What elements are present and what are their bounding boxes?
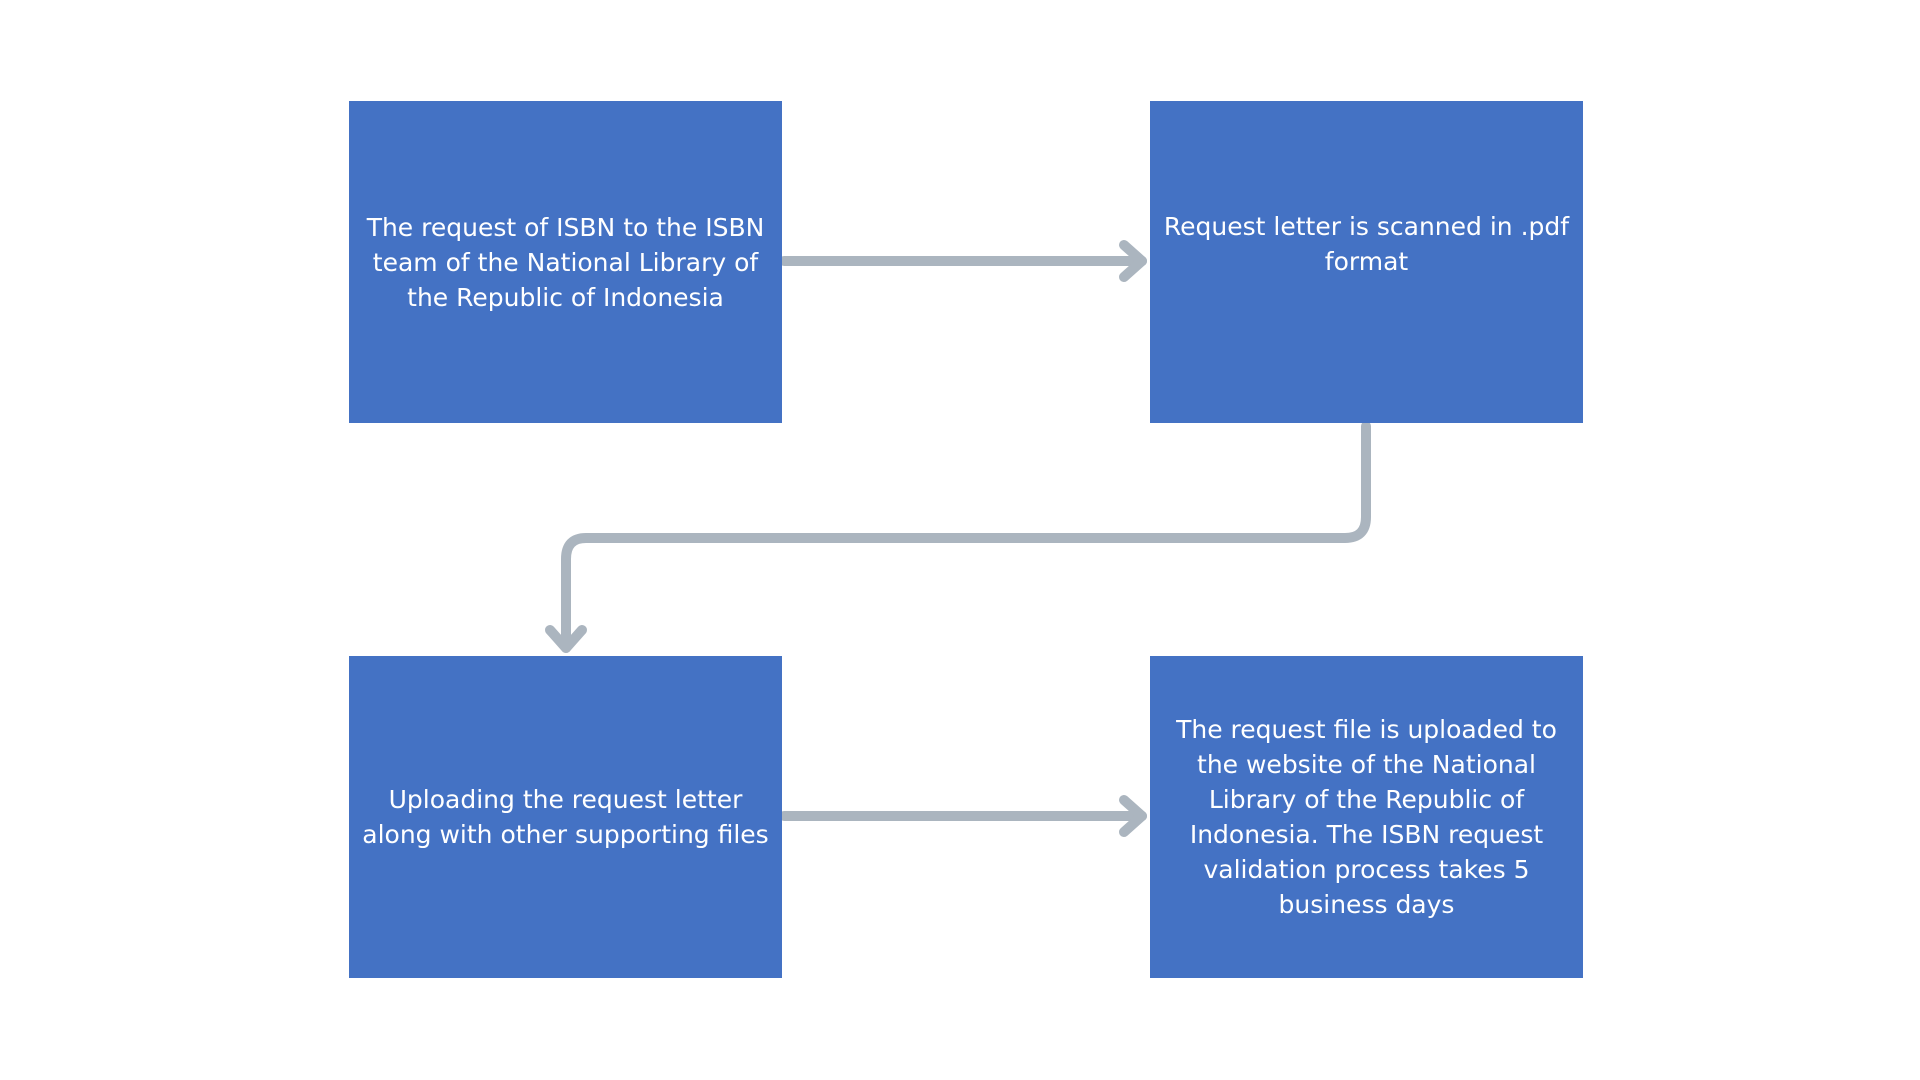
step-1-box: The request of ISBN to the ISBN team of … (349, 101, 782, 423)
step-3-text: Uploading the request letter along with … (362, 785, 769, 849)
step-3-box: Uploading the request letter along with … (349, 656, 782, 978)
arrowhead-step-3 (545, 625, 587, 653)
step-2-text: Request letter is scanned in .pdf format (1163, 212, 1570, 276)
arrow-step-2-to-step-3 (561, 421, 1371, 653)
arrowhead-step-4 (1119, 795, 1147, 837)
step-4-box: The request file is uploaded to the webs… (1150, 656, 1583, 978)
arrowhead-step-2 (1119, 240, 1147, 282)
step-1-text: The request of ISBN to the ISBN team of … (366, 212, 765, 312)
step-2-box: Request letter is scanned in .pdf format (1150, 101, 1583, 423)
step-4-text: The request file is uploaded to the webs… (1176, 715, 1557, 919)
